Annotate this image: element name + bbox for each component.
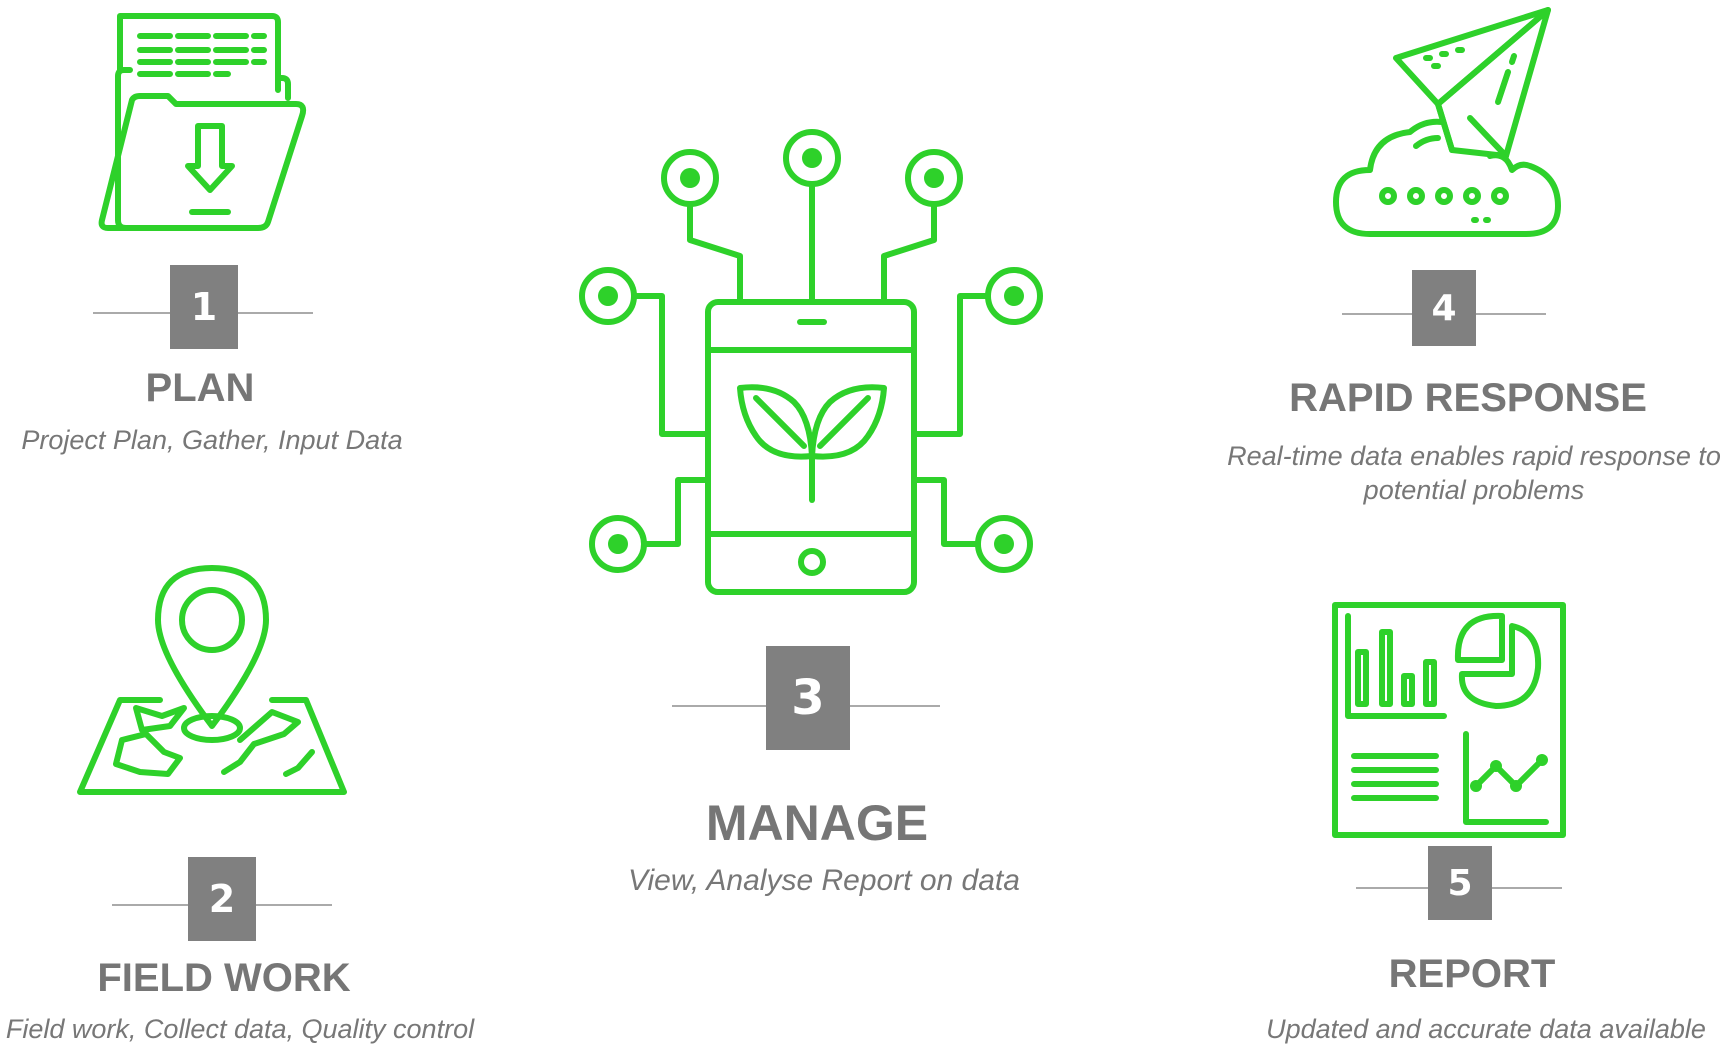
step-1-title: PLAN	[145, 366, 255, 410]
step-2-description: Field work, Collect data, Quality contro…	[5, 1014, 475, 1044]
step-2-badge: 2	[188, 857, 256, 941]
step-2-title: FIELD WORK	[97, 956, 351, 1000]
step-5-description: Updated and accurate data available	[1266, 1014, 1706, 1044]
map-pin-icon	[76, 562, 348, 798]
report-dashboard-icon	[1332, 602, 1568, 840]
step-4-description: Real-time data enables rapid response to…	[1227, 441, 1721, 505]
smart-tablet-plant-icon	[576, 126, 1046, 598]
step-5-title: REPORT	[1388, 952, 1556, 996]
step-5-badge: 5	[1428, 846, 1492, 920]
step-3-badge: 3	[766, 646, 850, 750]
folder-download-icon	[88, 8, 318, 236]
paper-plane-cloud-icon	[1330, 6, 1564, 238]
step-3-title: MANAGE	[705, 795, 929, 851]
step-4-title: RAPID RESPONSE	[1289, 376, 1647, 420]
step-3-description: View, Analyse Report on data	[628, 864, 1020, 897]
step-1-badge: 1	[170, 265, 238, 349]
step-1-description: Project Plan, Gather, Input Data	[21, 425, 403, 455]
step-4-badge: 4	[1412, 270, 1476, 346]
